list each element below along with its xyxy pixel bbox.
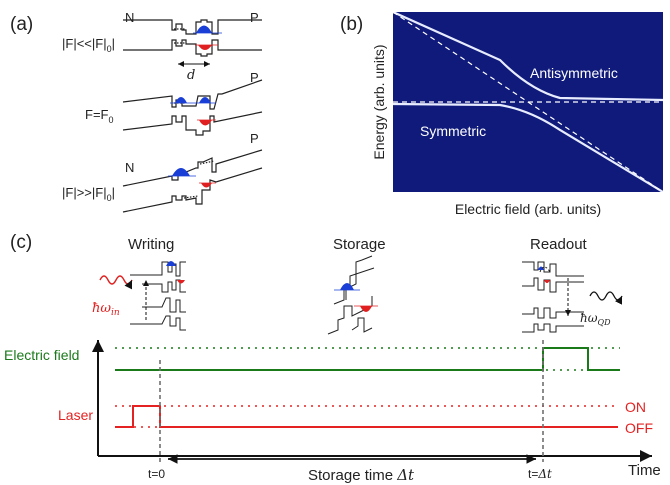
laser-trace [115, 405, 618, 428]
tunneling-arrow [539, 266, 551, 273]
condition-weak: |F|<<|F|0| [62, 36, 115, 54]
condition-strong: |F|>>|F|0| [62, 185, 115, 203]
tdelta-label: t=Δt [528, 467, 552, 481]
hole-wavefunction [199, 120, 212, 126]
electron-wavefunction-left [175, 97, 187, 103]
electric-field-trace [115, 347, 620, 371]
readout-band-diagrams [522, 261, 584, 333]
p-contact-label: P [250, 131, 259, 146]
panel-c: (c) Writing Storage Readout ħωin [4, 232, 661, 484]
hole-wavefunction [201, 183, 212, 188]
storage-time-label: Storage time Δt [308, 466, 415, 484]
panel-a-label: (a) [10, 14, 33, 35]
band-diagram-weak-field [123, 19, 262, 57]
panel-b-label: (b) [340, 14, 363, 35]
electron-wavefunction [196, 25, 212, 33]
hole-wavefunction [544, 280, 550, 283]
antisymmetric-label: Antisymmetric [530, 65, 618, 81]
n-contact-label: N [125, 10, 134, 25]
hole-wavefunction [360, 306, 372, 312]
panel-a: (a) N P d |F|<<|F|0| P F=F0 [10, 10, 263, 213]
symmetric-label: Symmetric [420, 123, 486, 139]
laser-on-label: ON [625, 399, 646, 415]
outgoing-photon-label: ħωQD [580, 311, 611, 327]
hole-wavefunction [177, 280, 185, 284]
hole-wavefunction [198, 45, 212, 50]
writing-band-diagrams [130, 261, 186, 331]
p-contact-label: P [250, 10, 259, 25]
t0-label: t=0 [148, 467, 165, 481]
electric-field-axis-label: Electric field (arb. units) [455, 201, 601, 217]
panel-b: (b) Antisymmetric Symmetric Energy (arb.… [340, 12, 663, 217]
storage-band-diagram [327, 255, 375, 335]
laser-trace-label: Laser [58, 407, 93, 423]
panel-c-label: (c) [10, 232, 32, 253]
distance-label: d [187, 68, 195, 83]
outgoing-photon-icon [589, 291, 623, 305]
electron-wavefunction [166, 261, 176, 266]
antisymmetric-curve [393, 12, 663, 102]
stage-storage-label: Storage [333, 236, 386, 253]
energy-axis-label: Energy (arb. units) [371, 44, 387, 159]
laser-off-label: OFF [625, 420, 653, 436]
electron-wavefunction [172, 168, 190, 176]
incoming-photon-icon [99, 275, 133, 290]
time-axis-label: Time [628, 462, 661, 479]
condition-resonant: F=F0 [85, 107, 114, 125]
incoming-photon-label: ħωin [92, 301, 120, 318]
symmetric-curve [393, 102, 663, 192]
n-contact-label: N [125, 160, 134, 175]
electric-field-trace-label: Electric field [4, 347, 79, 363]
band-diagram-strong-field [122, 149, 263, 213]
stage-readout-label: Readout [530, 236, 588, 253]
band-diagram-resonant-field [122, 79, 263, 136]
electron-wavefunction-right [199, 97, 211, 103]
p-contact-label: P [250, 70, 259, 85]
electron-wavefunction [340, 283, 354, 290]
stage-writing-label: Writing [128, 236, 174, 253]
